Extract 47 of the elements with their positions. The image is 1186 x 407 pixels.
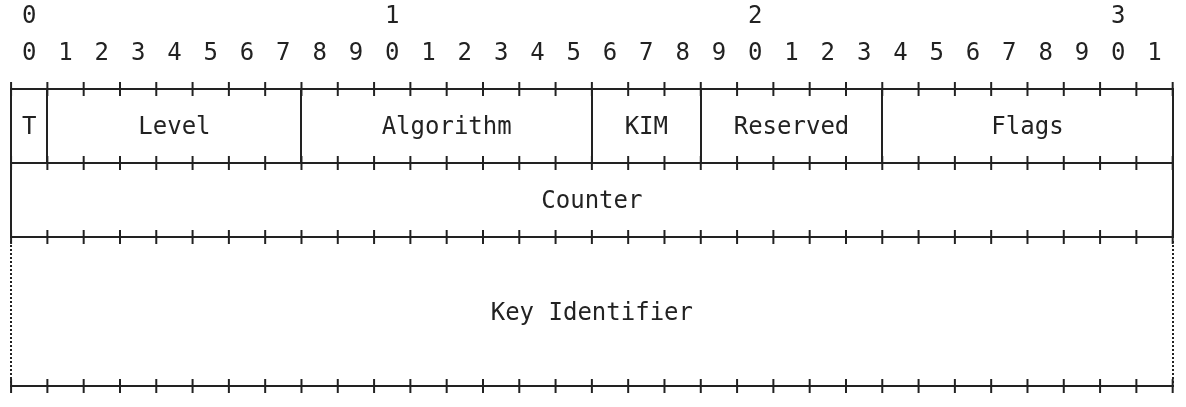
bit-number: 9 — [348, 40, 364, 64]
packet-field — [10, 88, 49, 164]
bit-tens-digit: 1 — [385, 3, 400, 27]
packet-field — [881, 88, 1174, 164]
bit-number: 8 — [1038, 40, 1053, 64]
bit-number: 3 — [856, 40, 872, 64]
field-name: Counter — [541, 188, 643, 212]
bit-number: 1 — [58, 40, 73, 64]
field-name: Level — [138, 114, 211, 138]
bit-number: 4 — [530, 40, 545, 64]
bit-number: 5 — [566, 40, 581, 64]
bit-number: 9 — [1074, 40, 1090, 64]
bit-number: 7 — [276, 40, 291, 64]
field-name: KIM — [624, 114, 668, 138]
bit-number: 7 — [639, 40, 654, 64]
bit-number: 1 — [1147, 40, 1162, 64]
packet-field — [10, 162, 1174, 238]
bit-tens-digit: 2 — [748, 3, 763, 27]
bit-number: 5 — [929, 40, 944, 64]
bit-number: 1 — [421, 40, 436, 64]
bit-number: 6 — [965, 40, 981, 64]
bit-number: 2 — [820, 40, 836, 64]
bit-number: 4 — [167, 40, 182, 64]
bit-number: 9 — [711, 40, 727, 64]
field-name: Key Identifier — [490, 299, 693, 324]
bit-number: 0 — [1111, 40, 1126, 64]
bit-number: 1 — [784, 40, 799, 64]
field-name: Algorithm — [381, 114, 512, 138]
bit-number: 8 — [675, 40, 690, 64]
bit-tens-digit: 3 — [1111, 3, 1126, 27]
bit-number: 2 — [457, 40, 473, 64]
field-name: T — [22, 114, 37, 138]
bit-number: 6 — [602, 40, 618, 64]
bit-number: 3 — [130, 40, 146, 64]
bit-number: 7 — [1002, 40, 1017, 64]
bit-tens-digit: 0 — [22, 3, 37, 27]
bit-number: 2 — [94, 40, 110, 64]
bit-number: 0 — [22, 40, 37, 64]
field-name: Reserved — [733, 114, 850, 138]
bit-number: 6 — [239, 40, 255, 64]
bit-number: 0 — [748, 40, 763, 64]
bit-number: 5 — [203, 40, 218, 64]
bit-number: 4 — [893, 40, 908, 64]
bit-number: 3 — [493, 40, 509, 64]
bit-number: 8 — [312, 40, 327, 64]
bit-number: 0 — [385, 40, 400, 64]
field-name: Flags — [991, 114, 1064, 138]
